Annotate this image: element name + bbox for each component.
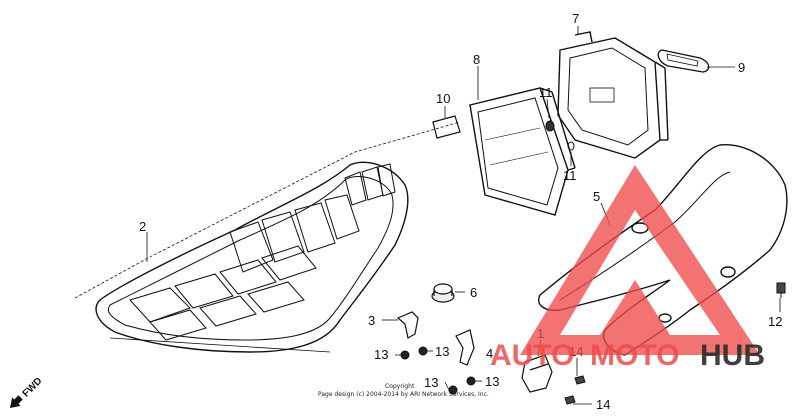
fwd-label: FWD: [21, 376, 45, 400]
gasket-part[interactable]: [432, 115, 461, 139]
fastener-parts[interactable]: [400, 282, 786, 405]
seat-bracket-part[interactable]: [396, 311, 475, 366]
copyright-line1: Copyright: [385, 383, 415, 390]
rubber-mount-part[interactable]: [431, 283, 455, 303]
reflector-part[interactable]: [657, 49, 710, 73]
callout-13c: 13: [424, 375, 438, 390]
callout-5: 5: [593, 189, 600, 204]
watermark-text-auto: AUTO: [490, 339, 574, 372]
seat-part[interactable]: [74, 121, 461, 353]
callout-8: 8: [473, 52, 480, 67]
taillight-housing-part[interactable]: [557, 31, 669, 159]
arrow-icon: [10, 395, 23, 408]
callout-14b: 14: [596, 397, 610, 412]
watermark-text-hub: HUB: [700, 339, 765, 372]
copyright-line2: Page design (c) 2004-2014 by ARI Network…: [318, 391, 489, 398]
screw-part[interactable]: [545, 120, 575, 151]
callout-6: 6: [470, 285, 477, 300]
callout-13b: 13: [435, 344, 449, 359]
callout-9: 9: [738, 60, 745, 75]
callout-7: 7: [572, 11, 579, 26]
callout-12: 12: [768, 314, 782, 329]
callout-13a: 13: [374, 347, 388, 362]
callout-11b: 11: [563, 168, 577, 183]
taillight-lens-part[interactable]: [469, 87, 576, 216]
watermark: AUTO MOTO HUB: [490, 165, 765, 372]
forward-direction-indicator: FWD: [10, 376, 45, 408]
callout-4: 4: [486, 346, 493, 361]
watermark-text-moto: MOTO: [590, 339, 679, 372]
callout-11a: 11: [539, 85, 553, 100]
callout-13d: 13: [485, 374, 499, 389]
watermark-triangle-icon: [520, 165, 760, 355]
callout-10: 10: [436, 91, 450, 106]
callout-3: 3: [368, 313, 375, 328]
copyright-notice: Copyright Page design (c) 2004-2014 by A…: [318, 383, 489, 398]
callout-2: 2: [139, 219, 146, 234]
